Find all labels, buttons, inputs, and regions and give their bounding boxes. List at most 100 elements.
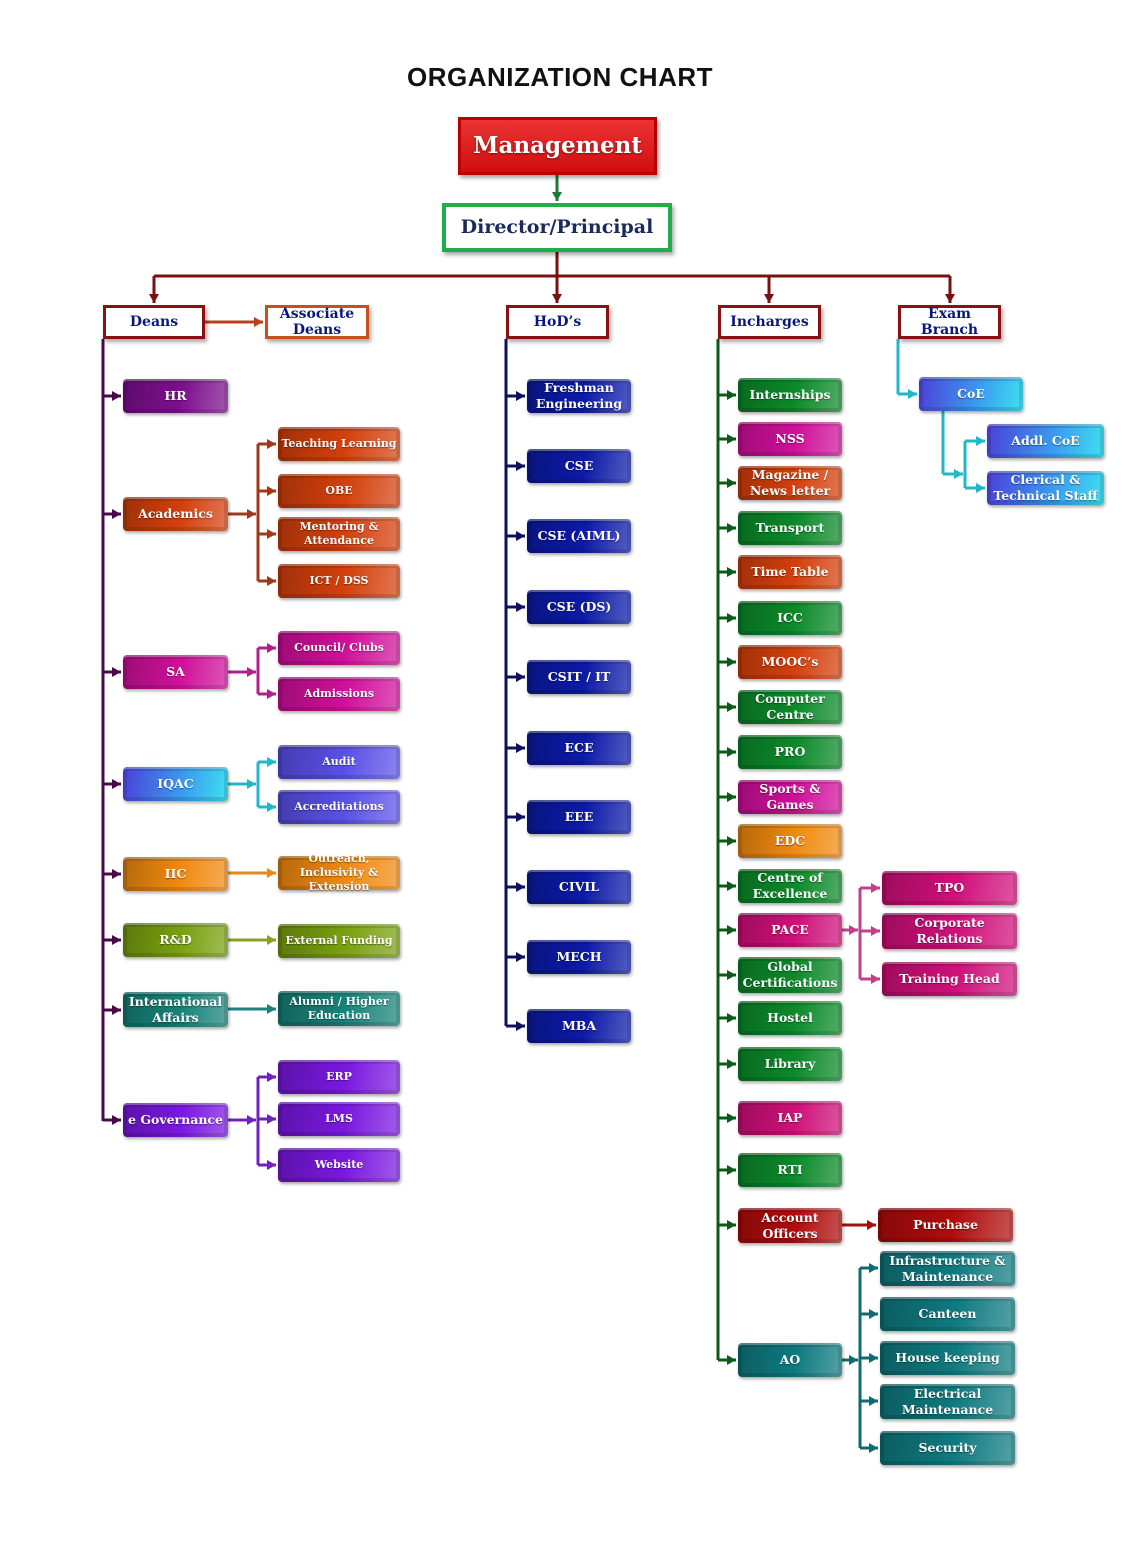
- arrowhead-icon: [727, 836, 736, 846]
- arrowhead-icon: [267, 439, 276, 449]
- node-hostel: Hostel: [738, 1001, 842, 1035]
- node-accreditations: Accreditations: [278, 790, 400, 824]
- node-hr: HR: [123, 379, 228, 413]
- node-council-clubs: Council/ Clubs: [278, 631, 400, 665]
- arrowhead-icon: [267, 529, 276, 539]
- arrowhead-icon: [149, 294, 159, 303]
- arrowhead-icon: [869, 1443, 878, 1453]
- node-iqac: IQAC: [123, 767, 228, 801]
- arrowhead-icon: [267, 1114, 276, 1124]
- arrowhead-icon: [112, 509, 121, 519]
- node-infrastructure: Infrastructure & Maintenance: [880, 1251, 1015, 1286]
- node-global-certifications: Global Certifications: [738, 957, 842, 993]
- node-nss: NSS: [738, 422, 842, 456]
- node-training-head: Training Head: [882, 962, 1017, 996]
- arrowhead-icon: [871, 974, 880, 984]
- arrowhead-icon: [254, 317, 263, 327]
- arrowhead-icon: [727, 390, 736, 400]
- node-e-governance: e Governance: [123, 1103, 228, 1137]
- node-rti: RTI: [738, 1153, 842, 1187]
- node-international-affairs: International Affairs: [123, 992, 228, 1027]
- arrowhead-icon: [727, 523, 736, 533]
- node-corporate-relations: Corporate Relations: [882, 913, 1017, 949]
- arrowhead-icon: [112, 1115, 121, 1125]
- node-management: Management: [458, 117, 657, 175]
- arrowhead-icon: [516, 1021, 525, 1031]
- node-security: Security: [880, 1431, 1015, 1465]
- arrowhead-icon: [849, 925, 858, 935]
- node-outreach: Outreach, Inclusivity & Extension: [278, 852, 400, 893]
- node-associate-deans: Associate Deans: [265, 305, 369, 339]
- arrowhead-icon: [867, 1220, 876, 1230]
- arrowhead-icon: [516, 602, 525, 612]
- arrowhead-icon: [727, 434, 736, 444]
- arrowhead-icon: [112, 779, 121, 789]
- arrowhead-icon: [727, 792, 736, 802]
- arrowhead-icon: [267, 802, 276, 812]
- node-clerical: Clerical & Technical Staff: [987, 471, 1104, 505]
- arrowhead-icon: [267, 576, 276, 586]
- arrowhead-icon: [871, 883, 880, 893]
- arrowhead-icon: [267, 486, 276, 496]
- node-cse-ds: CSE (DS): [527, 590, 631, 624]
- node-teaching-learning: Teaching Learning: [278, 427, 400, 461]
- node-deans: Deans: [103, 305, 205, 339]
- node-coe: CoE: [919, 377, 1023, 411]
- arrowhead-icon: [727, 1355, 736, 1365]
- arrowhead-icon: [112, 1005, 121, 1015]
- arrowhead-icon: [516, 952, 525, 962]
- arrowhead-icon: [908, 389, 917, 399]
- node-sports-games: Sports & Games: [738, 780, 842, 814]
- node-csit-it: CSIT / IT: [527, 660, 631, 694]
- arrowhead-icon: [267, 868, 276, 878]
- arrowhead-icon: [112, 869, 121, 879]
- node-purchase: Purchase: [878, 1208, 1013, 1242]
- node-rnd: R&D: [123, 923, 228, 957]
- arrowhead-icon: [869, 1263, 878, 1273]
- node-centre-excellence: Centre of Excellence: [738, 869, 842, 903]
- node-account-officers: Account Officers: [738, 1208, 842, 1243]
- node-mentoring: Mentoring & Attendance: [278, 517, 400, 551]
- arrowhead-icon: [112, 667, 121, 677]
- arrowhead-icon: [727, 1165, 736, 1175]
- arrowhead-icon: [267, 1160, 276, 1170]
- chart-title: ORGANIZATION CHART: [406, 62, 714, 92]
- node-ece: ECE: [527, 731, 631, 765]
- node-ao: AO: [738, 1343, 842, 1377]
- arrowhead-icon: [727, 567, 736, 577]
- node-iap: IAP: [738, 1101, 842, 1135]
- node-library: Library: [738, 1047, 842, 1081]
- node-edc: EDC: [738, 824, 842, 858]
- arrowhead-icon: [552, 294, 562, 303]
- arrowhead-icon: [727, 747, 736, 757]
- node-external-funding: External Funding: [278, 924, 400, 958]
- node-alumni: Alumni / Higher Education: [278, 991, 400, 1026]
- arrowhead-icon: [871, 926, 880, 936]
- node-admissions: Admissions: [278, 677, 400, 711]
- arrowhead-icon: [267, 935, 276, 945]
- arrowhead-icon: [247, 667, 256, 677]
- node-obe: OBE: [278, 474, 400, 508]
- node-computer-centre: Computer Centre: [738, 690, 842, 724]
- arrowhead-icon: [516, 461, 525, 471]
- arrowhead-icon: [849, 1355, 858, 1365]
- node-canteen: Canteen: [880, 1297, 1015, 1331]
- node-eee: EEE: [527, 800, 631, 834]
- node-electrical: Electrical Maintenance: [880, 1384, 1015, 1419]
- node-pro: PRO: [738, 735, 842, 769]
- node-freshman: Freshman Engineering: [527, 379, 631, 413]
- node-pace: PACE: [738, 913, 842, 947]
- node-hods: HoD’s: [506, 305, 609, 339]
- arrowhead-icon: [516, 672, 525, 682]
- arrowhead-icon: [247, 509, 256, 519]
- node-icc: ICC: [738, 601, 842, 635]
- arrowhead-icon: [112, 935, 121, 945]
- arrowhead-icon: [869, 1353, 878, 1363]
- arrowhead-icon: [727, 970, 736, 980]
- arrowhead-icon: [247, 1115, 256, 1125]
- node-cse: CSE: [527, 449, 631, 483]
- node-audit: Audit: [278, 745, 400, 779]
- node-sa: SA: [123, 655, 228, 689]
- node-moocs: MOOC’s: [738, 645, 842, 679]
